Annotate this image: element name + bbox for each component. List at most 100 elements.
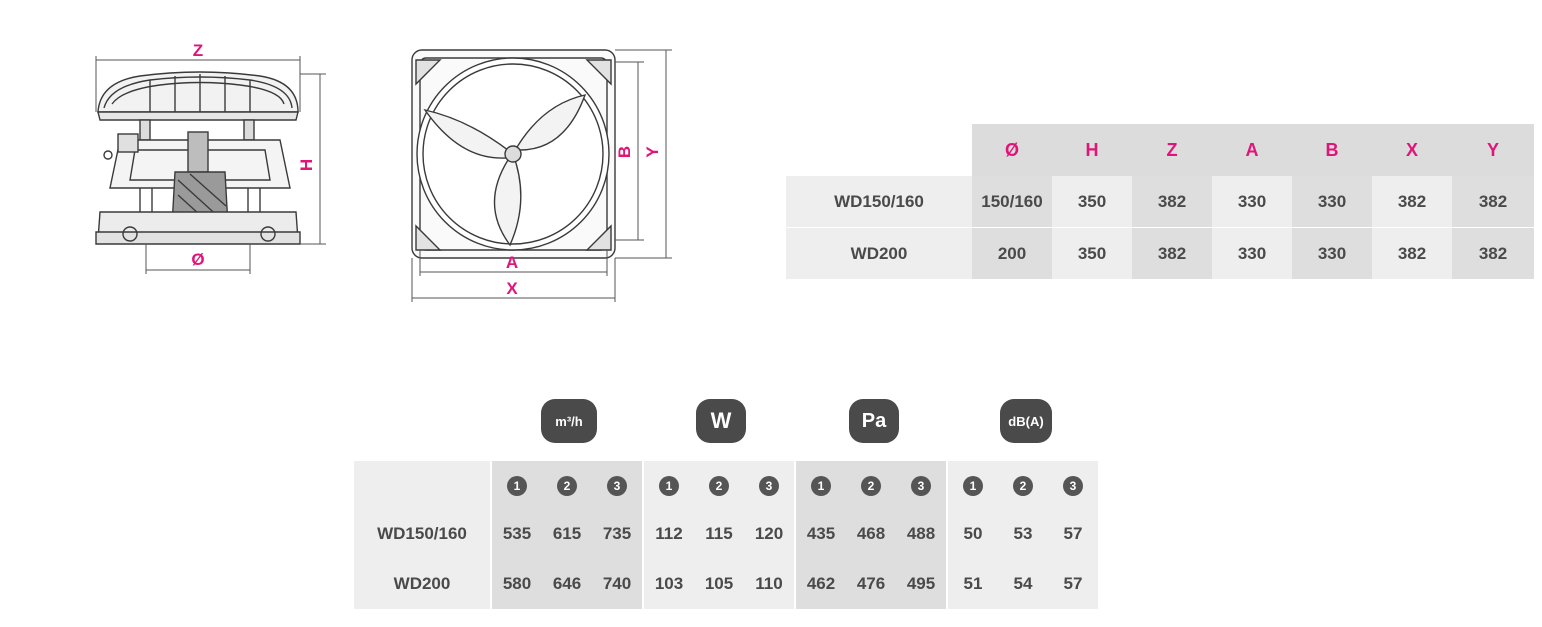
- top-view-dimensions: A X B Y: [411, 49, 672, 302]
- dimension-header-cell: Y: [1452, 124, 1534, 176]
- table-cell: 57: [1048, 559, 1098, 609]
- table-cell: 382: [1372, 176, 1452, 228]
- dimension-header-cell: A: [1212, 124, 1292, 176]
- model-name: WD150/160: [786, 176, 972, 228]
- table-cell: 382: [1452, 227, 1534, 279]
- model-name: WD150/160: [354, 509, 491, 559]
- label-x: X: [506, 279, 518, 298]
- table-cell: 150/160: [972, 176, 1052, 228]
- label-b: B: [615, 146, 634, 158]
- speed-marker-cell: 1: [490, 461, 542, 509]
- speed-marker-cell: 2: [998, 461, 1048, 509]
- table-cell: 330: [1292, 176, 1372, 228]
- table-cell: 51: [946, 559, 998, 609]
- dimension-table: Ø H Z A B X Y WD150/160 150/160 350 382 …: [786, 124, 1534, 279]
- speed-marker-cell: 3: [896, 461, 947, 509]
- table-cell: 468: [846, 509, 896, 559]
- speed-marker-row: 1 2 3 1 2 3 1 2 3 1 2 3: [354, 461, 1098, 509]
- table-cell: 382: [1452, 176, 1534, 228]
- table-cell: 350: [1052, 227, 1132, 279]
- table-cell: 54: [998, 559, 1048, 609]
- dimension-header-cell: Z: [1132, 124, 1212, 176]
- model-name: WD200: [786, 227, 972, 279]
- speed-marker: 1: [659, 475, 679, 496]
- table-cell: 53: [998, 509, 1048, 559]
- airflow-unit-badge: m³/h: [541, 399, 597, 443]
- dimension-header-cell: Ø: [972, 124, 1052, 176]
- table-cell: 112: [642, 509, 694, 559]
- table-cell: 382: [1372, 227, 1452, 279]
- table-row: WD200 580 646 740 103 105 110 462 476 49…: [354, 559, 1098, 609]
- table-cell: 105: [694, 559, 744, 609]
- table-cell: 350: [1052, 176, 1132, 228]
- speed-marker-cell: 2: [846, 461, 896, 509]
- table-cell: 103: [642, 559, 694, 609]
- table-row: WD150/160 535 615 735 112 115 120 435 46…: [354, 509, 1098, 559]
- table-cell: 110: [744, 559, 795, 609]
- table-cell: 495: [896, 559, 947, 609]
- speed-marker-cell: 3: [592, 461, 643, 509]
- speed-marker: 3: [607, 475, 627, 496]
- table-cell: 200: [972, 227, 1052, 279]
- table-cell: 57: [1048, 509, 1098, 559]
- table-cell: 382: [1132, 227, 1212, 279]
- speed-marker: 2: [1013, 475, 1033, 496]
- technical-drawings: Z H Ø: [0, 0, 760, 320]
- label-h: H: [297, 159, 316, 171]
- speed-marker: 1: [963, 475, 983, 496]
- table-cell: 488: [896, 509, 947, 559]
- dimension-header-row: Ø H Z A B X Y: [786, 124, 1534, 176]
- table-cell: 646: [542, 559, 592, 609]
- top-view-drawing: [411, 49, 616, 259]
- speed-marker: 3: [1063, 475, 1083, 496]
- speed-marker-cell: 3: [1048, 461, 1098, 509]
- speed-marker-cell: 1: [642, 461, 694, 509]
- speed-marker: 2: [557, 475, 577, 496]
- table-cell: 115: [694, 509, 744, 559]
- speed-marker: 3: [911, 475, 931, 496]
- label-y: Y: [643, 146, 662, 158]
- speed-marker-cell: 1: [946, 461, 998, 509]
- dimension-header-cell: H: [1052, 124, 1132, 176]
- side-view-dimensions: Z H Ø: [95, 41, 326, 274]
- table-cell: 535: [490, 509, 542, 559]
- noise-unit-badge: dB(A): [1000, 399, 1052, 443]
- table-cell: 580: [490, 559, 542, 609]
- table-row: WD200 200 350 382 330 330 382 382: [786, 227, 1534, 279]
- speed-marker-cell: 3: [744, 461, 795, 509]
- table-cell: 330: [1212, 227, 1292, 279]
- table-cell: 330: [1292, 227, 1372, 279]
- power-unit-badge: W: [696, 399, 746, 443]
- speed-marker: 1: [811, 475, 831, 496]
- speed-marker: 2: [709, 475, 729, 496]
- label-a: A: [506, 253, 518, 272]
- label-diameter: Ø: [191, 250, 204, 269]
- speed-marker: 3: [759, 475, 779, 496]
- fan-drawings-svg: Z H Ø: [95, 41, 672, 302]
- speed-marker: 1: [507, 475, 527, 496]
- speed-marker-blank: [354, 461, 491, 509]
- model-name: WD200: [354, 559, 491, 609]
- table-cell: 330: [1212, 176, 1292, 228]
- speed-marker-cell: 1: [794, 461, 846, 509]
- table-cell: 382: [1132, 176, 1212, 228]
- side-view-drawing: [95, 71, 301, 245]
- dimension-header-blank: [786, 124, 972, 176]
- speed-marker: 2: [861, 475, 881, 496]
- table-row: WD150/160 150/160 350 382 330 330 382 38…: [786, 176, 1534, 228]
- table-cell: 615: [542, 509, 592, 559]
- speed-marker-cell: 2: [542, 461, 592, 509]
- table-cell: 50: [946, 509, 998, 559]
- label-z: Z: [193, 41, 203, 60]
- dimension-header-cell: X: [1372, 124, 1452, 176]
- pressure-unit-badge: Pa: [849, 399, 899, 443]
- table-cell: 476: [846, 559, 896, 609]
- table-cell: 120: [744, 509, 795, 559]
- table-cell: 462: [794, 559, 846, 609]
- speed-marker-cell: 2: [694, 461, 744, 509]
- table-cell: 435: [794, 509, 846, 559]
- table-cell: 740: [592, 559, 643, 609]
- dimension-header-cell: B: [1292, 124, 1372, 176]
- table-cell: 735: [592, 509, 643, 559]
- performance-table: 1 2 3 1 2 3 1 2 3 1 2 3 WD150/160 535 61…: [354, 461, 1099, 609]
